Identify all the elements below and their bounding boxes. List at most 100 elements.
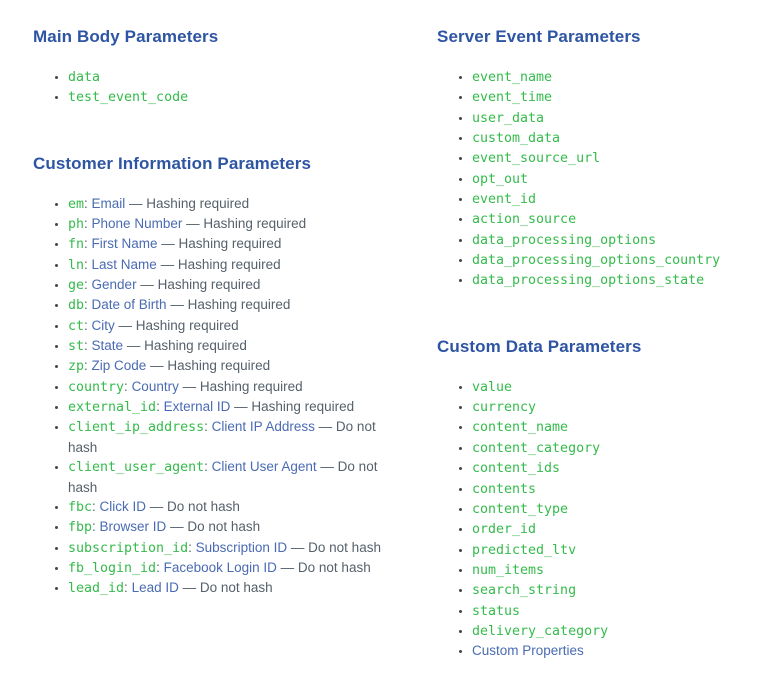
- param-code-link[interactable]: custom_data: [472, 131, 561, 147]
- colon-separator: :: [84, 277, 92, 293]
- param-code-link[interactable]: data: [68, 70, 101, 85]
- param-code-link[interactable]: data_processing_options: [472, 232, 657, 248]
- param-item: status: [472, 601, 763, 621]
- param-doc-link[interactable]: Client IP Address: [211, 419, 315, 435]
- parameter-section: Main Body Parameters data test_event_code: [33, 27, 437, 108]
- param-code-link[interactable]: content_type: [472, 501, 569, 517]
- param-code-link[interactable]: data_processing_options_state: [472, 273, 705, 289]
- param-item: content_ids: [472, 458, 763, 478]
- param-code-link[interactable]: num_items: [472, 562, 545, 578]
- param-code-link[interactable]: test_event_code: [68, 90, 189, 106]
- param-doc-link[interactable]: Client User Agent: [211, 459, 317, 475]
- param-doc-link[interactable]: Zip Code: [91, 358, 147, 374]
- param-item: lead_id: Lead ID — Do not hash: [68, 578, 405, 598]
- param-code-link[interactable]: content_name: [472, 420, 569, 436]
- param-item: ct: City — Hashing required: [68, 316, 405, 336]
- param-code-link[interactable]: client_user_agent: [68, 460, 205, 476]
- param-item: event_source_url: [472, 148, 763, 168]
- param-list: value currency content_name content_categor…: [437, 377, 763, 661]
- param-code-link[interactable]: ge: [68, 278, 85, 294]
- param-item: ge: Gender — Hashing required: [68, 275, 405, 295]
- param-code-link[interactable]: value: [472, 379, 513, 395]
- param-doc-link[interactable]: Email: [91, 195, 126, 211]
- param-code-link[interactable]: ph: [68, 217, 85, 233]
- param-code-link[interactable]: opt_out: [472, 171, 529, 187]
- param-doc-link[interactable]: Country: [131, 378, 179, 394]
- param-code-link[interactable]: predicted_ltv: [472, 542, 577, 558]
- param-code-link[interactable]: client_ip_address: [68, 420, 205, 436]
- param-code-link[interactable]: event_time: [472, 90, 553, 106]
- param-doc-link[interactable]: Date of Birth: [91, 297, 167, 313]
- hashing-note: — Hashing required: [123, 338, 247, 354]
- param-code-link[interactable]: data_processing_options_country: [472, 253, 721, 269]
- param-code-link[interactable]: db: [68, 298, 85, 314]
- param-code-link[interactable]: fbp: [68, 520, 93, 536]
- param-doc-link[interactable]: Lead ID: [131, 580, 179, 596]
- param-doc-link[interactable]: State: [91, 338, 124, 354]
- param-code-link[interactable]: event_source_url: [472, 151, 601, 167]
- param-doc-link[interactable]: Subscription ID: [195, 539, 288, 555]
- param-code-link[interactable]: delivery_category: [472, 623, 609, 639]
- section-title: Server Event Parameters: [437, 27, 641, 46]
- param-item: fbc: Click ID — Do not hash: [68, 497, 405, 517]
- param-item: content_name: [472, 417, 763, 437]
- hashing-note: — Do not hash: [68, 419, 376, 455]
- param-code-link[interactable]: fb_login_id: [68, 560, 157, 576]
- param-item: client_user_agent: Client User Agent — D…: [68, 457, 405, 497]
- param-code-link[interactable]: event_name: [472, 70, 553, 85]
- colon-separator: :: [84, 317, 92, 333]
- param-code-link[interactable]: ct: [68, 318, 85, 334]
- param-item: test_event_code: [68, 87, 405, 107]
- param-code-link[interactable]: zp: [68, 359, 85, 375]
- param-code-link[interactable]: external_id: [68, 400, 157, 416]
- param-doc-link[interactable]: City: [91, 317, 115, 333]
- param-item: country: Country — Hashing required: [68, 377, 405, 397]
- param-item: custom_data: [472, 128, 763, 148]
- param-code-link[interactable]: search_string: [472, 583, 577, 599]
- param-doc-link[interactable]: Facebook Login ID: [163, 559, 277, 575]
- param-doc-link[interactable]: Last Name: [91, 256, 157, 272]
- hashing-note: — Hashing required: [146, 358, 271, 374]
- param-doc-link[interactable]: Browser ID: [99, 519, 167, 535]
- param-item: Custom Properties: [472, 641, 763, 660]
- colon-separator: :: [156, 559, 164, 575]
- param-code-link[interactable]: subscription_id: [68, 540, 189, 556]
- parameters-page: Main Body Parameters data test_event_codeC…: [33, 27, 763, 661]
- param-doc-link[interactable]: Phone Number: [91, 216, 183, 232]
- colon-separator: :: [124, 378, 132, 394]
- colon-separator: :: [84, 256, 92, 272]
- param-code-link[interactable]: action_source: [472, 212, 577, 228]
- param-code-link[interactable]: st: [68, 339, 85, 355]
- param-code-link[interactable]: contents: [472, 481, 537, 497]
- column-right: Server Event Parameters event_name event_t…: [437, 27, 763, 661]
- param-doc-link[interactable]: Gender: [91, 277, 137, 293]
- param-code-link[interactable]: user_data: [472, 110, 545, 126]
- param-code-link[interactable]: status: [472, 603, 521, 619]
- param-item: data_processing_options_country: [472, 250, 763, 270]
- param-doc-link[interactable]: External ID: [163, 399, 231, 415]
- param-code-link[interactable]: fbc: [68, 499, 93, 515]
- param-code-link[interactable]: em: [68, 196, 85, 212]
- param-code-link[interactable]: order_id: [472, 522, 537, 538]
- param-item: data: [68, 67, 405, 87]
- hashing-note: — Hashing required: [182, 216, 307, 232]
- hashing-note: — Hashing required: [114, 317, 239, 333]
- param-code-link[interactable]: currency: [472, 400, 537, 416]
- param-item: opt_out: [472, 169, 763, 189]
- param-doc-link[interactable]: Click ID: [99, 498, 147, 514]
- param-code-link[interactable]: event_id: [472, 192, 537, 208]
- param-code-link[interactable]: ln: [68, 257, 85, 273]
- param-item: predicted_ltv: [472, 540, 763, 560]
- param-code-link[interactable]: lead_id: [68, 581, 125, 597]
- param-item: st: State — Hashing required: [68, 336, 405, 356]
- param-code-link[interactable]: content_ids: [472, 461, 561, 477]
- param-doc-link[interactable]: Custom Properties: [472, 643, 584, 659]
- param-item: user_data: [472, 108, 763, 128]
- param-doc-link[interactable]: First Name: [91, 236, 158, 252]
- param-code-link[interactable]: fn: [68, 237, 85, 253]
- param-code-link[interactable]: country: [68, 379, 125, 395]
- colon-separator: :: [92, 519, 100, 535]
- hashing-note: — Hashing required: [166, 297, 291, 313]
- param-code-link[interactable]: content_category: [472, 440, 601, 456]
- section-title: Main Body Parameters: [33, 27, 219, 46]
